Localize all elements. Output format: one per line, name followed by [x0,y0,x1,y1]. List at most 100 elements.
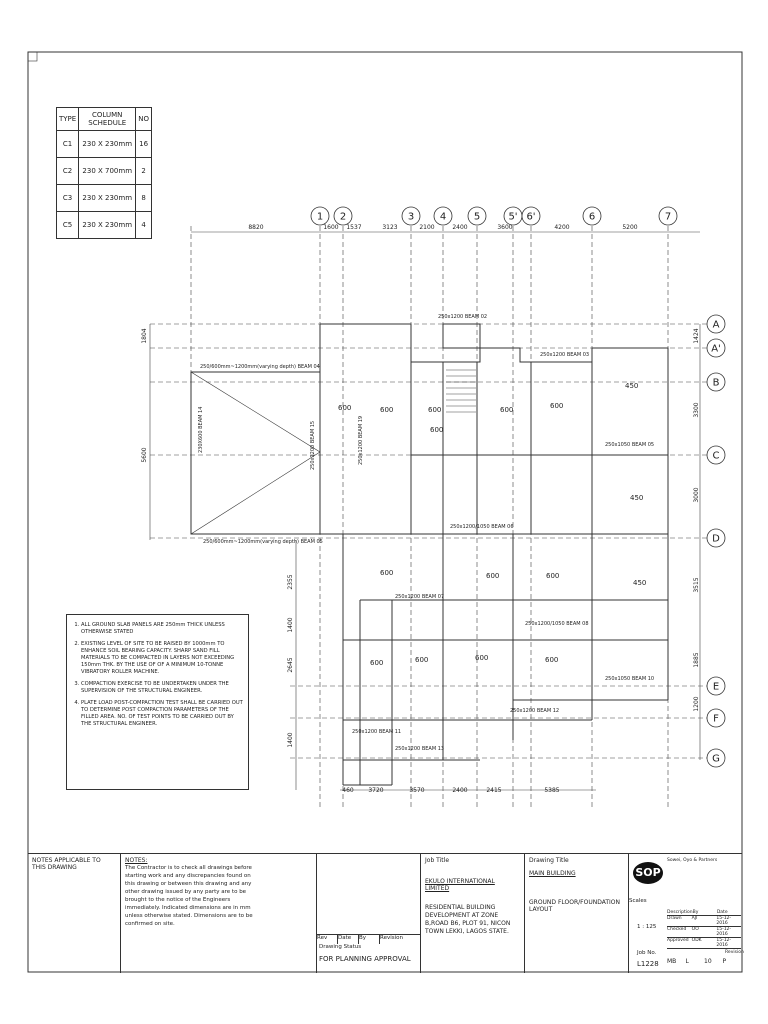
grid-bubble-8: 6 [589,212,595,223]
bottom-dim-4: 2400 [452,787,467,794]
notes-applicable-title: NOTES APPLICABLE TO THIS DRAWING [32,857,101,871]
drawing-title-label: Drawing Title [529,857,569,864]
grid-bubble-row-1-circle [706,314,726,334]
slab-thickness-1: 600 [338,404,351,412]
sign-cell: 15-12-2016 [716,916,732,926]
sheet-code-3: 10 [704,958,712,965]
firm-cell: SOP Sowei, Oyo & Partners 1 : 125 Job No… [628,854,744,973]
revision-header-row: Rev Date By Revision [317,934,420,944]
note-item: COMPACTION EXERCISE TO BE UNDERTAKEN UND… [81,681,243,695]
beam-label-b12: 250x1200 BEAM 12 [510,708,559,714]
sign-cell: ODK [691,938,702,943]
grid-bubble-row-2: A' [711,344,721,355]
schedule-cell: C3 [55,184,80,212]
beam-label-b03: 250x1200 BEAM 03 [540,352,589,358]
slab-thickness-16: 600 [545,656,558,664]
top-dim-3: 1537 [346,224,361,231]
slab-thickness-3: 600 [428,406,441,414]
grid-bubble-row-4-circle [706,445,726,465]
grid-bubble-row-5: D [712,534,720,545]
beam-label-b10: 250x1050 BEAM 10 [605,676,654,682]
grid-bubble-7: 6' [526,212,535,223]
beam-label-b02: 250x1200 BEAM 02 [438,314,487,320]
sheet-codes: MB L 10 P [667,958,741,965]
left-dim-3: 2355 [287,574,294,589]
schedule-header-1: TYPE [55,107,80,131]
grid-bubble-5: 5 [474,212,480,223]
title-block: NOTES APPLICABLE TO THIS DRAWING NOTES: … [28,853,744,973]
grid-bubble-row-8: G [712,754,720,765]
general-notes-box: ALL GROUND SLAB PANELS ARE 250mm THICK U… [66,614,249,790]
beam-label-b06: 250x1200/1050 BEAM 06 [450,524,514,530]
sign-cell: Date [716,910,728,915]
right-dim-6: 1200 [693,696,700,711]
drawing-title-cell: Drawing Title MAIN BUILDING GROUND FLOOR… [524,854,647,973]
drawing-status: FOR PLANNING APPROVAL [319,955,411,963]
grid-bubble-row-3: B [713,378,720,389]
stair-block [446,369,476,413]
grid-bubble-1: 1 [317,212,323,223]
bottom-dim-5: 2415 [486,787,501,794]
schedule-cell: 230 X 230mm [78,211,137,239]
scale-value: 1 : 125 [637,924,657,930]
grid-bubble-2-circle [333,206,353,226]
sheet-code-4: P [722,958,727,965]
top-dim-7: 3600 [497,224,512,231]
left-dim-4: 1400 [287,617,294,632]
top-dim-8: 4200 [554,224,569,231]
grid-bubble-1-circle [310,206,330,226]
contractor-notes-body: The Contractor is to check all drawings … [125,865,253,927]
grid-bubble-row-7: F [713,714,719,725]
sign-cell: Checked [667,927,687,932]
sign-cell: 15-12-2016 [716,938,732,948]
client-name-text: EKULO INTERNATIONAL LIMITED [425,878,495,892]
grid-bubble-row-1: A [713,320,720,331]
slab-thickness-2: 600 [380,406,393,414]
grid-bubble-row-2-circle [706,338,726,358]
client-name: EKULO INTERNATIONAL LIMITED [425,878,520,892]
left-dim-2: 5600 [141,447,148,462]
contractor-notes-cell: NOTES: The Contractor is to check all dr… [120,854,316,973]
grid-bubble-3-circle [401,206,421,226]
slab-thickness-8: 600 [430,426,443,434]
schedule-cell: 230 X 700mm [78,157,137,185]
beam-label-b08: 250x1200/1050 BEAM 08 [525,621,589,627]
slab-thickness-15: 600 [475,654,488,662]
slab-thickness-5: 600 [550,402,563,410]
top-dim-1: 8820 [248,224,263,231]
sign-cell: AJI [691,916,698,921]
rev-col: Rev [317,935,338,944]
slab-thickness-10: 600 [486,572,499,580]
slab-thickness-7: 450 [630,494,643,502]
grid-bubble-7-circle [521,206,541,226]
job-no-label: Job No. [637,950,657,956]
grid-bubble-2: 2 [340,212,346,223]
slab-thickness-6: 450 [625,382,638,390]
job-no: L1228 [637,960,659,968]
structure-outline [190,323,669,786]
sign-cell: By [692,910,699,915]
notes-applicable-cell: NOTES APPLICABLE TO THIS DRAWING [28,854,120,973]
beam-label-b14: 230X600 BEAM 14 [198,407,204,453]
left-dim-1: 1804 [141,328,148,343]
grid-bubble-row-4: C [713,451,720,462]
right-dim-3: 3000 [693,487,700,502]
revision-cell: Rev Date By Revision Drawing Status FOR … [316,854,420,973]
corner-marker [27,51,38,62]
notes-list: ALL GROUND SLAB PANELS ARE 250mm THICK U… [72,622,243,728]
bottom-dim-3: 3570 [409,787,424,794]
beam-label-b19: 250x1200 BEAM 19 [358,416,364,465]
beam-label-b11: 250x1200 BEAM 11 [352,729,401,735]
building-name-text: MAIN BUILDING [529,870,576,877]
grid-bubble-row-5-circle [706,528,726,548]
date-col: Date [338,935,359,944]
